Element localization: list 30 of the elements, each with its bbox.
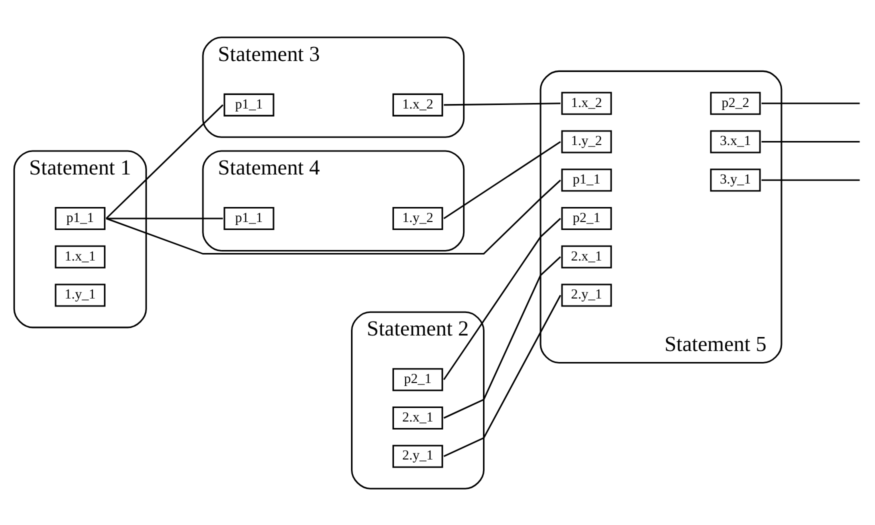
connector [106,217,223,219]
node-box: 1.y_2 [561,130,612,153]
connector [106,179,561,254]
node-box: p1_1 [561,168,612,192]
connector [444,294,562,457]
node-box: 1.x_2 [561,91,612,114]
connector [444,256,561,418]
node-box: p1_1 [224,206,274,230]
node-box: 3.x_1 [710,130,761,153]
connector [444,102,560,106]
connector [443,140,561,219]
node-box: 1.y_2 [392,206,444,230]
node-box: 1.x_2 [392,92,444,116]
node-box: 1.y_1 [54,283,106,306]
connector [762,178,860,180]
node-box: 2.x_1 [392,406,444,429]
node-box: p1_1 [54,206,106,230]
connector [443,217,561,380]
node-box: p2_1 [561,206,612,230]
node-box: 2.x_1 [561,244,612,268]
connector [762,102,860,104]
node-box: p1_1 [224,92,274,116]
connector [762,140,860,142]
node-box: 2.y_1 [392,444,444,468]
node-box: 1.x_1 [54,244,106,268]
node-box: p2_2 [710,91,761,114]
connector [106,104,224,219]
node-box: 3.y_1 [710,168,761,192]
node-box: p2_1 [392,368,444,391]
node-box: 2.y_1 [561,283,612,306]
